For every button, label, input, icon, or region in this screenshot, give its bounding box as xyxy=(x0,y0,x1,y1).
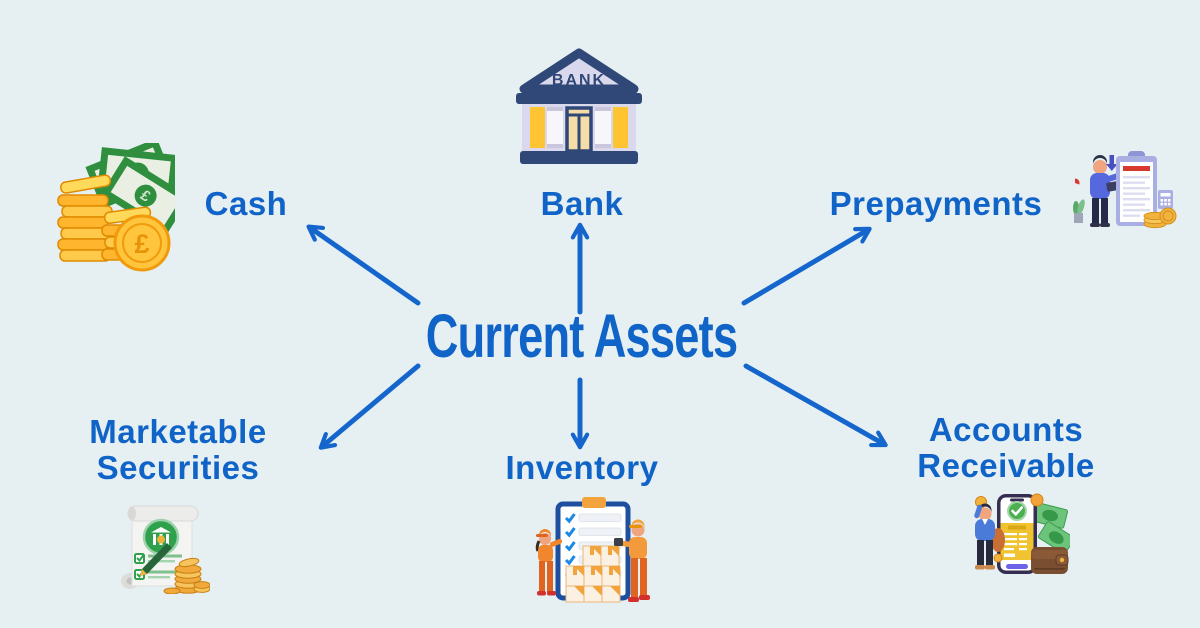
calculator xyxy=(1158,190,1173,209)
pie-chart-glyph xyxy=(1070,178,1080,188)
prepayments-icon xyxy=(1070,151,1177,229)
bank-entablature xyxy=(516,93,642,104)
coin-pile xyxy=(163,557,210,594)
node-label-bank: Bank xyxy=(540,185,624,222)
person-figure xyxy=(1090,155,1121,227)
arrow-to-cash xyxy=(306,224,421,306)
node-label-prepayments: Prepayments xyxy=(829,185,1043,222)
bank-sign-text: BANK xyxy=(552,72,606,89)
person-with-coin xyxy=(974,496,1005,570)
invoice-clipboard xyxy=(1116,151,1157,226)
coin-stack-small xyxy=(1143,207,1177,229)
bank-base xyxy=(520,151,638,164)
node-label-marketable-securities: Marketable Securities xyxy=(89,413,267,487)
page-title: Current Assets xyxy=(332,304,832,368)
download-arrow-glyph xyxy=(1106,155,1118,171)
node-label-accounts-receivable: Accounts Receivable xyxy=(917,411,1095,485)
node-label-inventory: Inventory xyxy=(505,449,659,486)
svg-text:£: £ xyxy=(134,229,149,259)
arrow-to-marketable-securities xyxy=(318,363,421,450)
arrow-to-prepayments xyxy=(741,226,872,306)
bank-roof: BANK xyxy=(519,48,639,94)
bank-door xyxy=(565,106,593,153)
bank-seal xyxy=(142,518,180,556)
wallet xyxy=(1031,547,1069,574)
plant xyxy=(1073,199,1085,223)
page-title-text: Current Assets xyxy=(426,302,738,370)
node-label-cash: Cash xyxy=(204,185,288,222)
pound-coin: £ xyxy=(113,214,171,272)
inventory-icon xyxy=(535,497,650,603)
bank-icon: BANK xyxy=(516,48,642,164)
pen xyxy=(140,543,172,576)
worker-man xyxy=(614,519,650,602)
accounts-receivable-icon xyxy=(974,493,1070,574)
banknotes-green xyxy=(1032,502,1070,554)
box-stack xyxy=(565,545,621,603)
cash-icon: £ £ xyxy=(57,143,175,272)
worker-woman xyxy=(535,529,563,596)
smartphone-invoice xyxy=(997,493,1044,574)
marketable-securities-icon xyxy=(121,505,210,594)
arrow-to-accounts-receivable xyxy=(743,363,888,448)
